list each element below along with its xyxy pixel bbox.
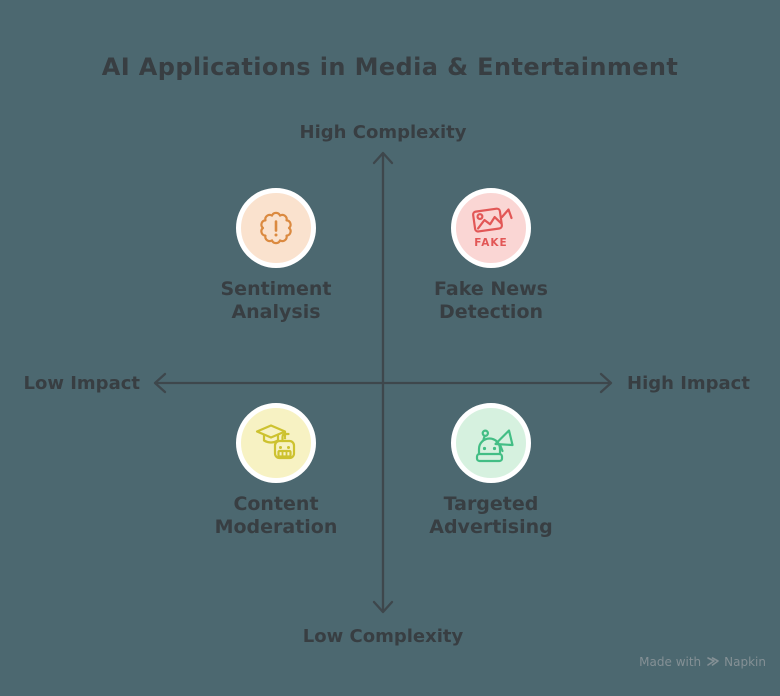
axis-label-high-impact: High Impact: [627, 373, 750, 394]
up-arrowhead-icon: [372, 151, 394, 165]
alert-badge-icon: [260, 211, 292, 245]
svg-text:FAKE: FAKE: [474, 237, 507, 249]
watermark-text: Made with: [639, 655, 702, 669]
targeted-advertising-circle: [451, 403, 531, 483]
left-arrowhead-icon: [153, 372, 167, 394]
content-moderation-circle: [236, 403, 316, 483]
watermark-brand: Napkin: [724, 655, 766, 669]
napkin-logo-icon: [707, 657, 719, 666]
robot-megaphone-icon: [475, 429, 514, 463]
graduation-cap-robot-icon: [255, 424, 296, 460]
targeted-advertising-label: Targeted Advertising: [429, 493, 553, 538]
axis-label-low-complexity: Low Complexity: [302, 626, 464, 647]
right-arrowhead-icon: [599, 372, 613, 394]
down-arrowhead-icon: [372, 600, 394, 614]
content-moderation-label: Content Moderation: [214, 493, 338, 538]
page-title: AI Applications in Media & Entertainment: [101, 53, 679, 81]
fake-image-icon: FAKE: [472, 207, 513, 249]
fake-news-detection-label: Fake News Detection: [434, 278, 548, 323]
napkin-watermark: Made with Napkin: [639, 655, 766, 669]
axis-label-high-complexity: High Complexity: [299, 122, 467, 143]
sentiment-analysis-label: Sentiment Analysis: [220, 278, 332, 323]
axis-label-low-impact: Low Impact: [23, 373, 141, 394]
fake-news-detection-circle: FAKE: [451, 188, 531, 268]
sentiment-analysis-circle: [236, 188, 316, 268]
